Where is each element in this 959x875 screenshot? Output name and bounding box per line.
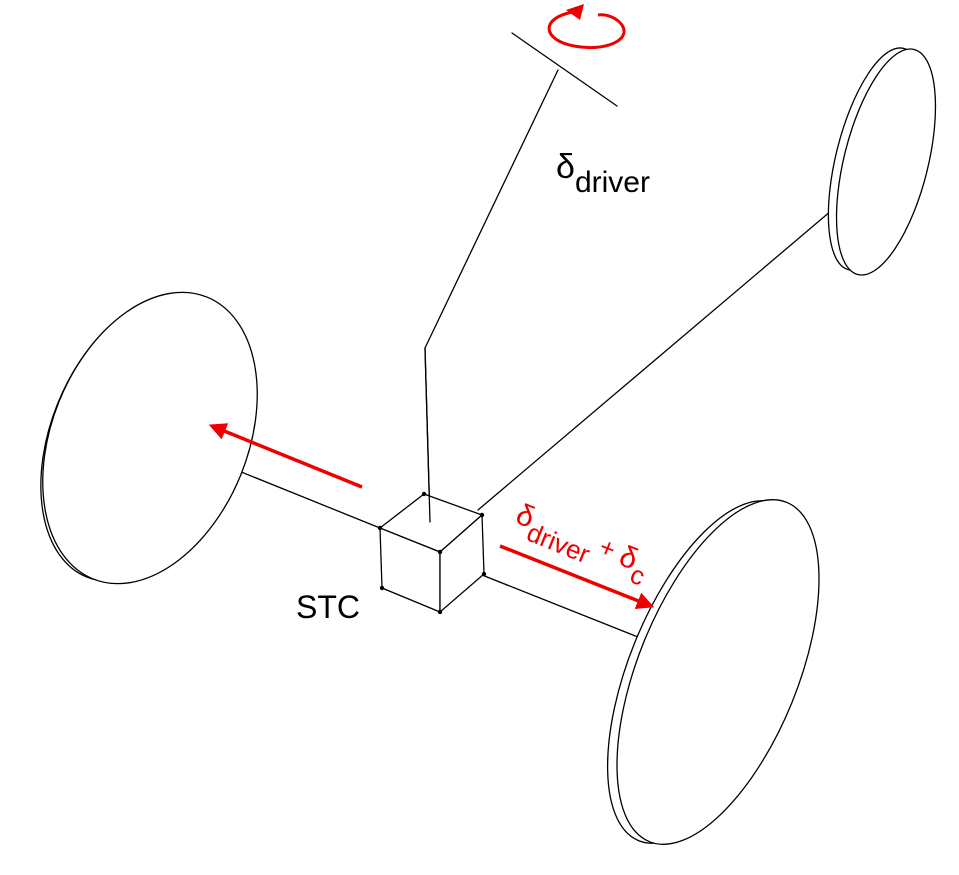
stc-label: STC — [296, 589, 360, 625]
rotation-arrowhead-icon — [566, 4, 584, 20]
stc-box — [377, 491, 487, 615]
right-wheel-direction-arrow — [499, 544, 655, 609]
rear-axle — [477, 204, 839, 511]
left-front-wheel — [40, 291, 258, 585]
right-rear-wheel — [827, 47, 937, 276]
rotation-arrow-icon — [547, 10, 626, 49]
steering-wheel — [511, 32, 618, 107]
steering-column — [424, 69, 559, 523]
driver-steering-label: δdriver — [556, 148, 650, 199]
left-wheel-direction-arrow — [208, 423, 363, 489]
right-axle — [481, 574, 659, 646]
right-front-wheel — [606, 499, 820, 845]
column-into-box — [424, 347, 431, 523]
